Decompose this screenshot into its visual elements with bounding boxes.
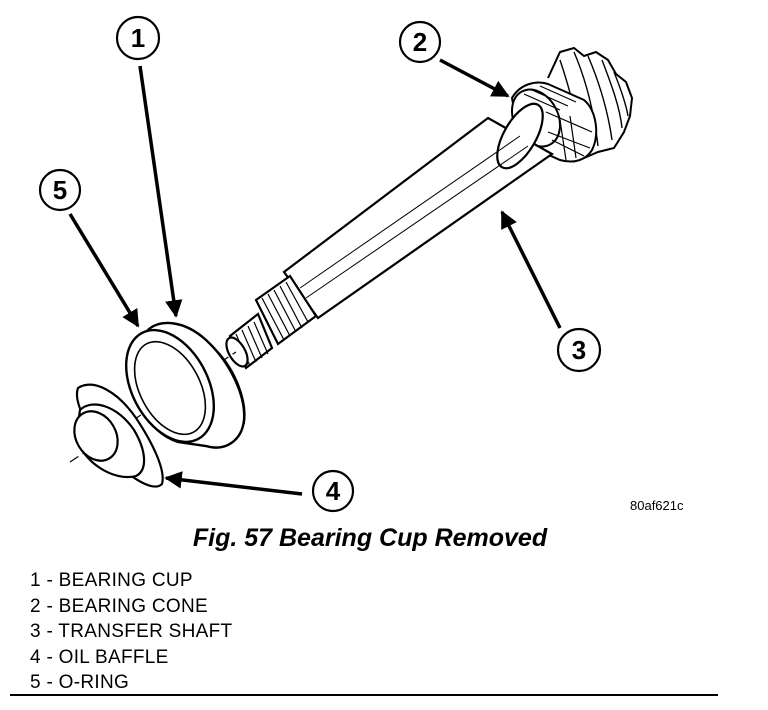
leader-1	[138, 65, 183, 318]
svg-text:5: 5	[53, 175, 67, 205]
leader-2	[439, 58, 510, 98]
bottom-rule	[10, 694, 718, 696]
legend-item: 5 - O-RING	[30, 672, 130, 693]
legend-item: 1 - BEARING CUP	[30, 570, 193, 591]
parts-legend: 1 - BEARING CUP 2 - BEARING CONE 3 - TRA…	[30, 568, 232, 696]
leader-arrows	[68, 58, 562, 496]
oil-baffle	[73, 383, 164, 488]
callout-2: 2	[398, 20, 442, 64]
callout-3: 3	[556, 327, 602, 373]
exploded-view-illustration: 1 2 3 4 5	[38, 15, 634, 513]
svg-text:1: 1	[131, 23, 145, 53]
legend-item: 2 - BEARING CONE	[30, 595, 208, 617]
leader-4	[164, 471, 303, 496]
leader-5	[68, 213, 140, 328]
callout-1: 1	[115, 15, 161, 61]
legend-item: 4 - OIL BAFFLE	[30, 646, 169, 668]
figure-code: 80af621c	[630, 498, 684, 513]
svg-text:3: 3	[572, 335, 586, 365]
figure-caption: Fig. 57 Bearing Cup Removed	[192, 524, 548, 552]
legend-item: 3 - TRANSFER SHAFT	[30, 621, 233, 642]
transfer-shaft	[225, 102, 555, 370]
leader-3	[500, 210, 562, 329]
callout-4: 4	[311, 469, 355, 513]
bearing-cup	[124, 321, 246, 449]
svg-text:2: 2	[413, 27, 427, 57]
svg-text:4: 4	[326, 476, 341, 506]
callout-5: 5	[38, 168, 82, 212]
